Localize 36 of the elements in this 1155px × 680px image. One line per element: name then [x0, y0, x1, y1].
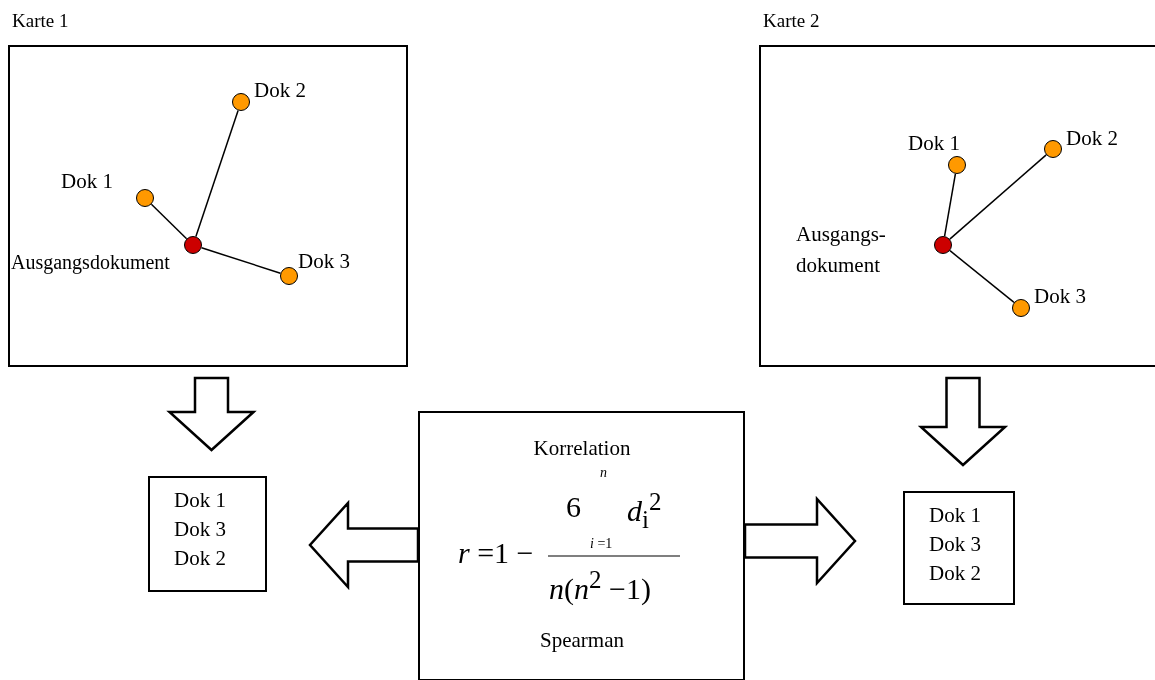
- document-rank: Dok 3: [174, 517, 226, 542]
- connector-line: [195, 109, 239, 238]
- document-label: Ausgangs- dokument: [796, 221, 887, 279]
- formula-term: n: [600, 465, 607, 481]
- block-arrow: [917, 376, 1009, 467]
- document-rank: Dok 1: [174, 488, 226, 513]
- document-label: Ausgangsdokument: [11, 251, 170, 274]
- document-rank: Dok 2: [174, 546, 226, 571]
- connector-line: [949, 249, 1015, 304]
- block-arrow: [308, 499, 420, 591]
- formula-term: n(n$^{2}$ −1): [549, 566, 651, 606]
- document-label: Dok 2: [1066, 126, 1118, 151]
- document-label: Dok 1: [61, 169, 113, 194]
- connector-line: [949, 154, 1047, 240]
- connector-line: [943, 173, 957, 237]
- ranking-box: [148, 476, 267, 592]
- map-title: Karte 1: [12, 10, 69, 32]
- document-label: Dok 3: [1034, 284, 1086, 309]
- document-label: Dok 2: [254, 78, 306, 103]
- document-rank: Dok 1: [929, 503, 981, 528]
- document-label: Dok 3: [298, 249, 350, 274]
- formula-term: i =1: [590, 536, 613, 552]
- formula-caption: Korrelation: [532, 436, 632, 461]
- document-label: Dok 1: [908, 131, 960, 156]
- ranking-box: [903, 491, 1015, 605]
- map-title: Karte 2: [763, 10, 820, 32]
- document-rank: Dok 2: [929, 561, 981, 586]
- document-rank: Dok 3: [929, 532, 981, 557]
- block-arrow: [166, 376, 257, 452]
- formula-term: r =1 −: [458, 536, 534, 570]
- formula-term: 6: [566, 490, 581, 524]
- block-arrow: [743, 495, 857, 587]
- connector-line: [200, 247, 282, 274]
- formula-caption: Spearman: [539, 628, 625, 653]
- connector-line: [150, 203, 188, 240]
- formula-box: [418, 411, 745, 680]
